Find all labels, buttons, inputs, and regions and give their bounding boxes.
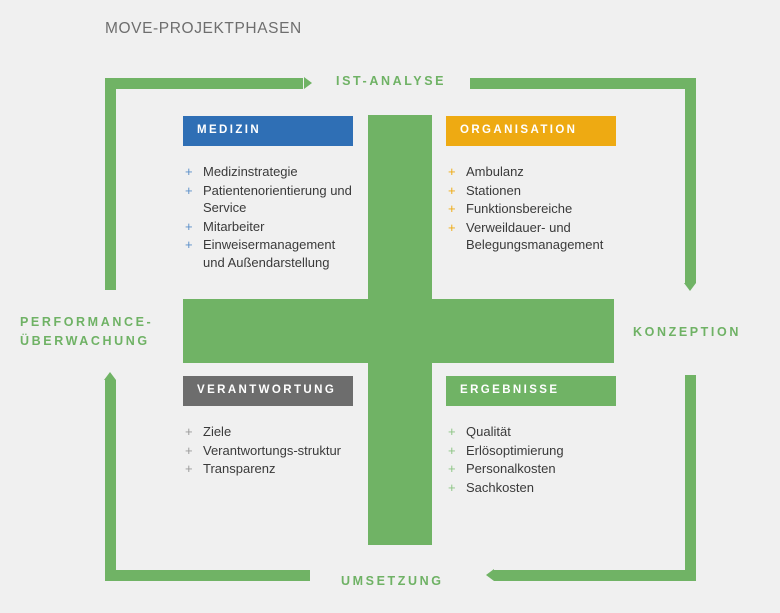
- plus-bullet-icon: +: [448, 424, 456, 439]
- plus-bullet-icon: +: [185, 218, 193, 234]
- card-ergebnisse: ERGEBNISSE + Qualität + Erlösoptimierung +…: [446, 376, 616, 497]
- card-header-verantwortung: VERANTWORTUNG: [183, 376, 353, 406]
- list-item-label: Mitarbeiter: [203, 218, 265, 234]
- list-item-label: Qualität: [466, 424, 511, 439]
- card-list-medizin: + Medizinstrategie + Patientenorientierung…: [183, 146, 353, 271]
- list-item: + Sachkosten: [446, 479, 616, 497]
- plus-bullet-icon: +: [185, 182, 193, 198]
- plus-bullet-icon: +: [185, 424, 193, 439]
- plus-bullet-icon: +: [448, 182, 456, 198]
- frame-segment-top-left-vertical: [105, 78, 116, 290]
- list-item: + Erlösoptimierung: [446, 442, 616, 460]
- frame-segment-bottom-right-vertical: [685, 375, 696, 581]
- arrow-up-icon-performance: [104, 372, 116, 380]
- list-item-label: Ziele: [203, 424, 232, 439]
- list-item-label: Ambulanz: [466, 164, 524, 179]
- card-list-organisation: +Ambulanz +Stationen +Funktionsbereiche …: [446, 146, 616, 254]
- list-item-label: Einweisermanagement und Außendarstellung: [203, 237, 336, 270]
- plus-bullet-icon: +: [448, 219, 456, 235]
- list-item-label: Personalkosten: [466, 461, 556, 476]
- list-item: + Mitarbeiter: [183, 218, 353, 236]
- list-item: + Verantwortungs-struktur: [183, 442, 353, 460]
- plus-bullet-icon: +: [185, 237, 193, 252]
- phase-label-performance-line1: PERFORMANCE-: [20, 315, 154, 329]
- list-item: + Ziele: [183, 423, 353, 441]
- arrow-left-icon-umsetzung: [486, 569, 494, 581]
- list-item-label: Patientenorientierung und Service: [203, 182, 352, 216]
- card-header-organisation: ORGANISATION: [446, 116, 616, 146]
- plus-bullet-icon: +: [448, 479, 456, 495]
- list-item-label: Erlösoptimierung: [466, 442, 564, 458]
- page-title: MOVE-PROJEKTPHASEN: [105, 20, 302, 37]
- list-item: + Ambulanz: [446, 163, 616, 181]
- card-organisation: ORGANISATION + Ambulanz + Stationen + Funkt…: [446, 116, 616, 255]
- list-item: + Stationen: [446, 182, 616, 200]
- card-header-medizin: MEDIZIN: [183, 116, 353, 146]
- list-item: + Transparenz: [183, 460, 353, 478]
- phase-label-performance-line2: ÜBERWACHUNG: [20, 334, 150, 348]
- list-item: + Einweisermanagement und Außendarstellun…: [183, 236, 353, 271]
- plus-bullet-icon: +: [185, 442, 193, 458]
- card-verantwortung: VERANTWORTUNG + Ziele + Verantwortungs-str…: [183, 376, 353, 479]
- list-item-label: Verantwortungs-struktur: [203, 442, 342, 458]
- arrow-right-icon-ist-analyse: [304, 77, 312, 89]
- card-list-verantwortung: + Ziele + Verantwortungs-struktur + Transpa…: [183, 406, 353, 478]
- phase-label-performance-ueberwachung: PERFORMANCE- ÜBERWACHUNG: [20, 313, 153, 351]
- frame-segment-bottom-right-horizontal: [494, 570, 696, 581]
- list-item: + Verweildauer- und Belegungsmanagement: [446, 219, 616, 254]
- list-item: + Medizinstrategie: [183, 163, 353, 181]
- list-item: + Funktionsbereiche: [446, 200, 616, 218]
- frame-segment-bottom-left-vertical: [105, 380, 116, 581]
- list-item-label: Transparenz: [203, 461, 276, 476]
- plus-bullet-icon: +: [448, 201, 456, 216]
- phase-label-umsetzung: UMSETZUNG: [341, 574, 444, 588]
- card-header-ergebnisse: ERGEBNISSE: [446, 376, 616, 406]
- phase-label-ist-analyse: IST-ANALYSE: [336, 74, 447, 88]
- center-cross-horizontal: [183, 299, 614, 363]
- list-item-label: Medizinstrategie: [203, 164, 298, 179]
- arrow-down-icon-konzeption: [684, 283, 696, 291]
- frame-segment-bottom-left-horizontal: [105, 570, 310, 581]
- list-item-label: Stationen: [466, 182, 521, 198]
- list-item-label: Funktionsbereiche: [466, 201, 573, 216]
- plus-bullet-icon: +: [448, 442, 456, 458]
- plus-bullet-icon: +: [448, 164, 456, 179]
- frame-segment-top-left-horizontal: [105, 78, 303, 89]
- list-item: + Qualität: [446, 423, 616, 441]
- plus-bullet-icon: +: [185, 164, 193, 179]
- card-list-ergebnisse: + Qualität + Erlösoptimierung + Personalkos…: [446, 406, 616, 496]
- plus-bullet-icon: +: [185, 461, 193, 476]
- phase-label-konzeption: KONZEPTION: [633, 325, 741, 339]
- list-item-label: Verweildauer- und Belegungsmanagement: [466, 219, 604, 253]
- list-item-label: Sachkosten: [466, 479, 534, 495]
- frame-segment-top-right-vertical: [685, 78, 696, 283]
- frame-segment-top-right-horizontal: [470, 78, 685, 89]
- list-item: + Personalkosten: [446, 460, 616, 478]
- list-item: + Patientenorientierung und Service: [183, 182, 353, 217]
- card-medizin: MEDIZIN + Medizinstrategie + Patientenorie…: [183, 116, 353, 272]
- plus-bullet-icon: +: [448, 461, 456, 476]
